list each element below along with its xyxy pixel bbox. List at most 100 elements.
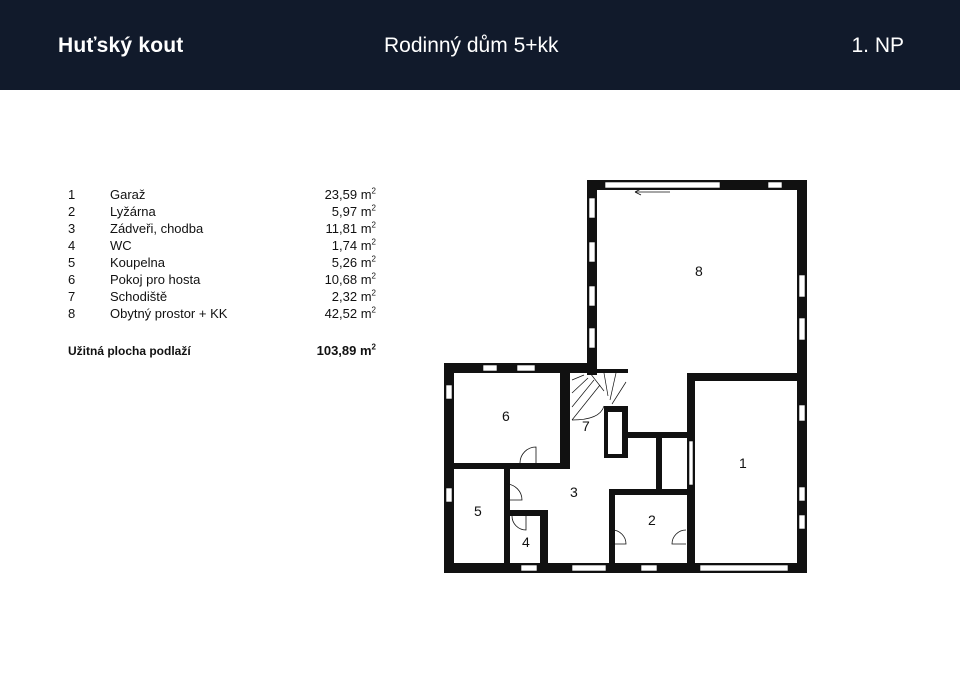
legend-area: 11,81 m2 <box>325 220 376 236</box>
room-label: 6 <box>502 408 510 424</box>
legend-row: 3 Zádveři, chodba 11,81 m2 <box>68 220 380 237</box>
window <box>640 564 658 572</box>
window <box>516 364 536 372</box>
floor-label: 1. NP <box>851 34 904 57</box>
window <box>588 197 596 219</box>
wall <box>604 406 628 412</box>
window <box>688 440 694 486</box>
legend-row: 1 Garaž 23,59 m2 <box>68 186 380 203</box>
stair-step <box>571 384 601 421</box>
door-swing <box>505 483 523 501</box>
door-swing <box>511 515 527 531</box>
window <box>588 241 596 263</box>
window <box>588 327 596 349</box>
legend-num: 1 <box>68 187 76 202</box>
stair-step <box>571 374 585 381</box>
room-label: 2 <box>648 512 656 528</box>
project-title: Rodinný dům 5+kk <box>384 34 559 57</box>
legend-area: 2,32 m2 <box>331 288 376 304</box>
window <box>798 514 806 530</box>
window <box>798 274 806 298</box>
brand-name: Huťský kout <box>58 34 184 57</box>
legend-area: 5,26 m2 <box>331 254 376 270</box>
room-label: 8 <box>695 263 703 279</box>
wall <box>560 370 570 467</box>
wall <box>656 432 662 490</box>
wall <box>510 510 548 516</box>
wall <box>622 406 628 458</box>
legend-area: 42,52 m2 <box>324 305 376 321</box>
legend-num: 6 <box>68 272 76 287</box>
room-label: 3 <box>570 484 578 500</box>
legend-row: 4 WC 1,74 m2 <box>68 237 380 254</box>
room-label: 4 <box>522 534 530 550</box>
legend-area: 23,59 m2 <box>324 186 376 202</box>
legend-name: Zádveři, chodba <box>110 221 204 236</box>
wall <box>444 363 589 373</box>
window <box>604 181 721 189</box>
window <box>445 384 453 400</box>
legend-name: Garaž <box>110 187 146 202</box>
legend-row: 8 Obytný prostor + KK 42,52 m2 <box>68 305 380 322</box>
window <box>767 181 783 189</box>
legend-name: Lyžárna <box>110 204 156 219</box>
room-label: 7 <box>582 418 590 434</box>
room-labels: 8 6 7 1 3 2 5 4 <box>474 263 747 550</box>
legend-row: 7 Schodiště 2,32 m2 <box>68 288 380 305</box>
doors <box>505 188 687 545</box>
stair-step <box>571 377 589 394</box>
legend-name: Obytný prostor + KK <box>110 306 228 321</box>
walls <box>444 180 807 573</box>
window <box>482 364 498 372</box>
wall <box>609 489 689 495</box>
total-label: Užitná plocha podlaží <box>68 344 191 358</box>
sliding-door-arrow <box>634 188 642 196</box>
stair-step <box>589 372 605 392</box>
window <box>798 317 806 341</box>
window <box>588 285 596 307</box>
wall <box>604 406 608 458</box>
wall <box>504 467 510 573</box>
stair-step <box>609 372 617 401</box>
legend-name: Koupelna <box>110 255 165 270</box>
stair-step <box>611 381 627 405</box>
legend-area: 5,97 m2 <box>331 203 376 219</box>
stair-step <box>571 379 595 408</box>
legend-name: Schodiště <box>110 289 168 304</box>
legend-num: 5 <box>68 255 76 270</box>
wall <box>454 463 570 469</box>
windows <box>445 181 806 572</box>
wall <box>444 363 454 573</box>
wall <box>587 180 597 375</box>
total-area: 103,89 m2 <box>316 342 376 358</box>
wall <box>444 563 807 573</box>
stair-step <box>603 372 609 397</box>
room-label: 1 <box>739 455 747 471</box>
legend-row: 6 Pokoj pro hosta 10,68 m2 <box>68 271 380 288</box>
legend-total-row: Užitná plocha podlaží 103,89 m2 <box>68 342 380 360</box>
window <box>699 564 789 572</box>
legend-name: WC <box>110 238 132 253</box>
window <box>571 564 607 572</box>
legend-row: 5 Koupelna 5,26 m2 <box>68 254 380 271</box>
window <box>798 486 806 502</box>
header-bar: Huťský kout Rodinný dům 5+kk 1. NP <box>0 0 960 90</box>
window <box>520 564 538 572</box>
wall <box>688 373 807 381</box>
legend-num: 2 <box>68 204 76 219</box>
wall <box>540 510 548 573</box>
window <box>445 487 453 503</box>
legend-num: 4 <box>68 238 76 253</box>
wall <box>609 489 615 573</box>
legend-row: 2 Lyžárna 5,97 m2 <box>68 203 380 220</box>
legend-area: 1,74 m2 <box>331 237 376 253</box>
door-swing <box>519 446 537 464</box>
legend-num: 8 <box>68 306 76 321</box>
room-legend: 1 Garaž 23,59 m2 2 Lyžárna 5,97 m2 3 Zád… <box>68 186 380 360</box>
legend-name: Pokoj pro hosta <box>110 272 201 287</box>
window <box>798 404 806 422</box>
wall <box>604 454 628 458</box>
staircase <box>571 372 627 421</box>
legend-num: 7 <box>68 289 76 304</box>
